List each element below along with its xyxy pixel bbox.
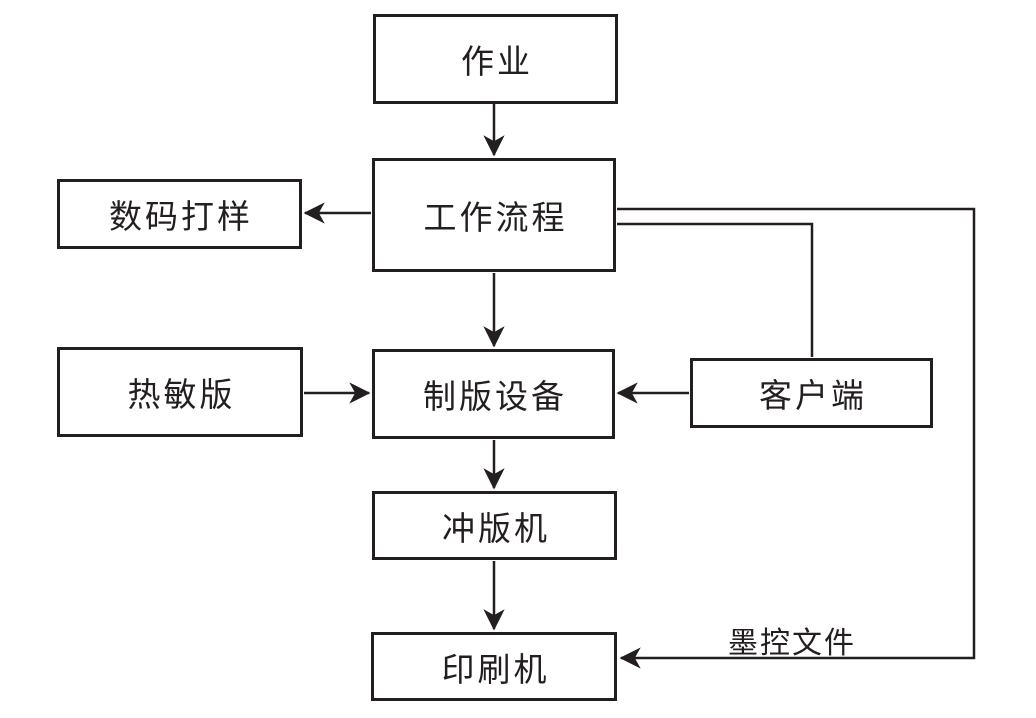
node-digital-proofing: 数码打样 (57, 179, 302, 249)
node-plate-processor: 冲版机 (372, 491, 617, 560)
edge-workflow-to-client (617, 222, 814, 357)
node-client: 客户端 (690, 358, 933, 428)
edge-workflow-to-printing-press (617, 207, 976, 669)
node-workflow: 工作流程 (372, 158, 616, 272)
node-job: 作业 (373, 14, 618, 104)
edge-label-ink-control-file: 墨控文件 (728, 626, 856, 661)
node-platemaking-equipment: 制版设备 (372, 349, 615, 439)
node-thermal-plate: 热敏版 (57, 347, 303, 437)
node-printing-press: 印刷机 (371, 632, 617, 701)
